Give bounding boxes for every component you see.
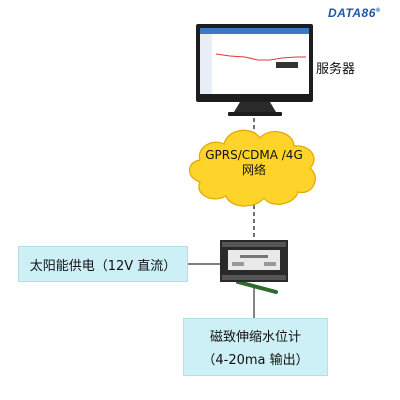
- power-supply-box: 太阳能供电（12V 直流）: [18, 246, 188, 282]
- power-supply-label: 太阳能供电（12V 直流）: [29, 258, 177, 274]
- sensor-label-line1: 磁致伸缩水位计: [209, 330, 301, 345]
- network-label-line2: 网络: [241, 163, 266, 177]
- sensor-label-line2: （4-20ma 输出）: [202, 353, 309, 368]
- brand-logo: DATA86®: [328, 6, 381, 20]
- network-label-line1: GPRS/CDMA /4G: [205, 148, 303, 162]
- rtu-device-icon: [220, 240, 288, 282]
- network-label: GPRS/CDMA /4G 网络: [196, 148, 312, 178]
- brand-logo-text: DATA86: [328, 6, 376, 20]
- cloud-icon: [188, 129, 316, 207]
- antenna-icon: [236, 280, 278, 294]
- sensor-box: 磁致伸缩水位计 （4-20ma 输出）: [183, 318, 328, 376]
- monitor-icon: [196, 24, 313, 116]
- server-label: 服务器: [316, 62, 356, 77]
